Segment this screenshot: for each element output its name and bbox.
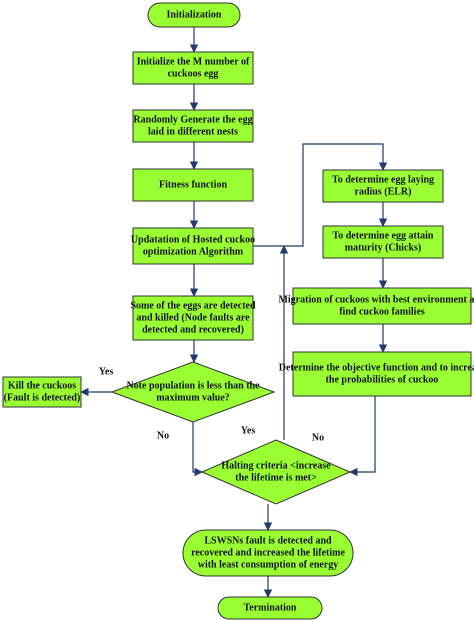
node-kill: Kill the cuckoos(Fault is detected) [2, 376, 82, 408]
node-label: Some of the eggs are detected [130, 300, 255, 311]
arrow-pop-halting [192, 422, 203, 477]
node-end: Termination [217, 596, 323, 620]
edge-label-no-halt: No [312, 432, 324, 443]
process-box [292, 287, 472, 325]
connectors [80, 27, 388, 598]
node-label: Halting criteria <increase [221, 460, 331, 471]
edge-label-yes-halt: Yes [241, 425, 256, 436]
process-box [132, 168, 254, 202]
process-box [132, 51, 254, 85]
node-label: recovered and increased the lifetime [191, 547, 345, 558]
node-label: radius (ELR) [355, 186, 412, 197]
process-box [132, 295, 254, 341]
node-label: To determine egg laying [332, 174, 434, 185]
node-label: laid in different nests [148, 126, 238, 137]
edge-label-no-pop: No [157, 430, 169, 441]
node-label: To determine egg attain [332, 230, 433, 241]
node-label: the lifetime is met> [235, 472, 317, 483]
node-fitness: Fitness function [132, 168, 254, 202]
node-migration: Migration of cuckoos with best environme… [278, 287, 474, 325]
node-label: detected and recovered) [142, 324, 244, 335]
terminal-shape [217, 596, 323, 620]
terminal-shape [182, 529, 354, 577]
node-label: Migration of cuckoos with best environme… [278, 294, 474, 305]
node-objective: Determine the objective function and to … [279, 351, 474, 397]
node-label: and killed (Node faults are [136, 312, 250, 323]
node-label: find cuckoo families [339, 306, 425, 317]
node-label: Randomly Generate the egg [133, 114, 252, 125]
process-box [2, 376, 82, 408]
node-label: LSWSNs fault is detected and [204, 535, 332, 546]
process-box [292, 351, 472, 397]
node-label: Initialization [166, 9, 221, 20]
node-label: optimization Algorithm [143, 246, 244, 257]
node-label: Updatation of Hosted cuckoo [131, 234, 255, 245]
node-label: Kill the cuckoos [8, 380, 76, 391]
node-label: Termination [244, 602, 297, 613]
node-label: maturity (Chicks) [345, 242, 421, 253]
process-box [322, 225, 444, 259]
decision-diamond [110, 361, 276, 423]
decision-diamond [200, 439, 352, 505]
process-box [132, 109, 254, 143]
node-pop-check: Note population is less than themaximum … [110, 361, 276, 423]
process-box [322, 169, 444, 203]
node-label: cuckoos egg [168, 68, 219, 79]
node-update: Updatation of Hosted cuckoooptimization … [131, 227, 255, 265]
edge-label-yes-kill: Yes [99, 366, 114, 377]
node-label: with least consumption of energy [198, 559, 339, 570]
node-label: Determine the objective function and to … [279, 362, 474, 373]
node-label: the probabilities of cuckoo [326, 374, 439, 385]
node-label: Note population is less than the [126, 380, 260, 391]
process-box [132, 227, 254, 265]
terminal-shape [147, 2, 241, 28]
arrow-objective-halting [349, 396, 376, 477]
node-label: (Fault is detected) [4, 392, 81, 403]
node-start: Initialization [147, 2, 241, 28]
node-label: Fitness function [159, 179, 228, 190]
node-label: Initialize the M number of [137, 56, 250, 67]
node-label: maximum value? [156, 392, 230, 403]
